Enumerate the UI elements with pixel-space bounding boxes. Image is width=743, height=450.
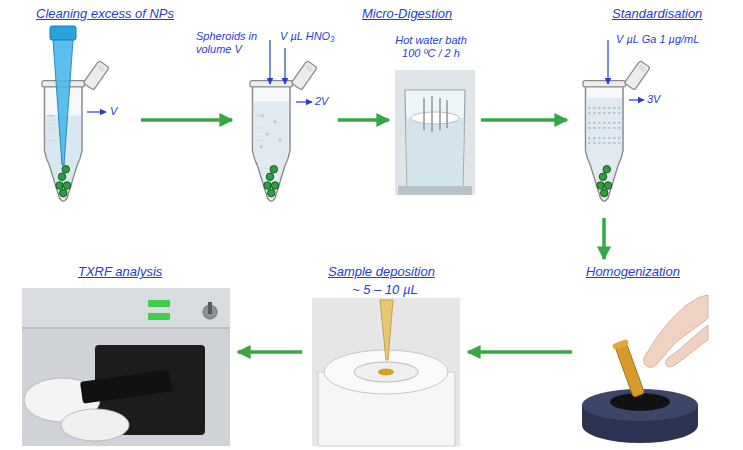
step-panel: Homogenization bbox=[575, 262, 710, 447]
leader-arrow bbox=[296, 101, 312, 102]
step-title: Homogenization bbox=[586, 264, 680, 280]
spheroids bbox=[597, 166, 612, 197]
volume-label: V bbox=[110, 105, 117, 118]
pipette-tip bbox=[50, 26, 76, 165]
step-title: Cleaning excess of NPs bbox=[36, 6, 174, 22]
leader-arrow bbox=[87, 111, 106, 112]
step-panel: Hot water bath 100 ºC / 2 h bbox=[392, 66, 478, 198]
step-title: TXRF analysis bbox=[78, 264, 162, 280]
eppendorf-tube bbox=[250, 60, 317, 201]
volume-label: 2V bbox=[315, 95, 328, 108]
mixing-bands bbox=[588, 108, 621, 143]
leader-arrow bbox=[607, 40, 608, 84]
eppendorf-tube bbox=[583, 60, 650, 201]
step-title: Micro-Digestion bbox=[362, 6, 452, 22]
step-panel: TXRF analysis bbox=[15, 262, 235, 447]
reagent-label: V µL Ga 1 µg/mL bbox=[616, 33, 699, 46]
reagent-label: V µL HNO₃ bbox=[280, 30, 335, 43]
vortex-photo bbox=[582, 295, 708, 443]
condition-label: Hot water bath 100 ºC / 2 h bbox=[386, 34, 476, 60]
txrf-instrument-photo bbox=[22, 288, 230, 446]
flow-arrow bbox=[481, 118, 567, 122]
deposition-photo bbox=[312, 298, 460, 446]
eppendorf-tube bbox=[42, 60, 109, 201]
step-title: Sample deposition bbox=[328, 264, 435, 280]
spheroids bbox=[56, 166, 71, 197]
step-panel: Micro-DigestionSpheroids in volume VV µL… bbox=[235, 60, 335, 205]
liquid bbox=[587, 98, 623, 200]
step-panel: Sample deposition ~ 5 – 10 µL bbox=[305, 262, 465, 447]
leader-arrow bbox=[284, 48, 285, 84]
flow-arrow bbox=[468, 350, 572, 354]
volume-label: ~ 5 – 10 µL bbox=[352, 282, 418, 298]
flow-arrow bbox=[238, 350, 302, 354]
flow-arrow bbox=[338, 118, 389, 122]
annotation: Spheroids in volume V bbox=[196, 30, 266, 56]
liquid bbox=[254, 102, 290, 200]
step-panel: StandardisationV µL Ga 1 µg/mL3V bbox=[570, 60, 675, 215]
volume-label: 3V bbox=[647, 93, 660, 106]
step-panel: Cleaning excess of NPsV bbox=[12, 28, 138, 200]
flow-arrow bbox=[602, 218, 606, 259]
leader-arrow bbox=[269, 40, 270, 84]
spheroids bbox=[264, 166, 279, 197]
water-bath-photo bbox=[395, 70, 475, 195]
dots bbox=[260, 115, 281, 148]
flow-arrow bbox=[141, 118, 232, 122]
leader-arrow bbox=[629, 99, 644, 100]
step-title: Standardisation bbox=[612, 6, 702, 22]
